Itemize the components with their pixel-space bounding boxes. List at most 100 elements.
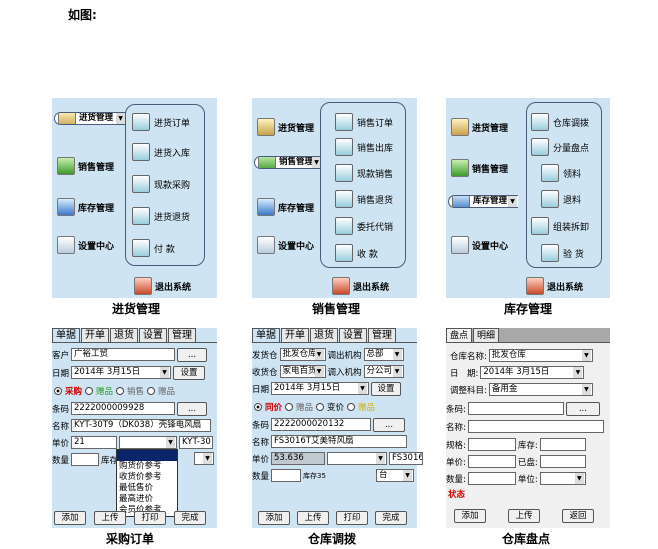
menu-item-inventory[interactable]: 库存管理 [448,195,518,208]
name-field[interactable]: FS3016T艾美特风扇 [271,435,408,448]
settings-button[interactable]: 设置 [371,381,402,396]
price-field[interactable]: 21 [71,436,118,449]
dropdown-option-min-price[interactable]: 最低售价 [119,483,154,493]
price-ref-select[interactable] [119,436,178,449]
tab-new[interactable]: 开单 [281,328,309,342]
menu-item-sales[interactable]: 销售管理 [254,156,322,169]
print-button[interactable]: 打印 [336,510,368,525]
dropdown-option-max-price[interactable]: 最高进价 [119,494,154,504]
submenu-cash-purchase[interactable]: 现款采购 [132,173,190,195]
unit-select[interactable] [539,472,586,485]
out-warehouse-select[interactable]: 批发仓库 [279,348,326,361]
warehouse-select[interactable]: 批发仓库 [488,349,593,362]
submenu-purchase-in[interactable]: 进货入库 [132,141,190,163]
tab-docs[interactable]: 单据 [52,328,80,342]
tab-return[interactable]: 退货 [110,328,138,342]
subject-select[interactable]: 备用金 [488,383,593,396]
submenu-purchase-return[interactable]: 进货退货 [132,205,190,227]
qty-field[interactable] [71,453,100,466]
radio-gift2[interactable] [147,386,156,395]
unit-select[interactable] [194,452,214,465]
dropdown-option-receive-ref[interactable]: 收货价参考 [119,472,162,482]
barcode-more-button[interactable]: ... [177,401,208,416]
submenu-sales-order[interactable]: 销售订单 [335,111,393,133]
unit-select[interactable]: 台 [376,469,414,482]
customer-field[interactable]: 广裕工贸 [71,348,176,361]
exit-button[interactable]: 退出系统 [526,274,583,298]
radio-change-price[interactable] [316,402,325,411]
upload-button[interactable]: 上传 [297,510,329,525]
dropdown-option-member-ref[interactable]: 会员价参考 [117,505,177,516]
price-ref-select[interactable] [327,452,388,465]
exit-button[interactable]: 退出系统 [134,274,191,298]
upload-button[interactable]: 上传 [94,510,126,525]
date-picker[interactable]: 2014年 3月15日 [71,366,172,379]
menu-item-settings[interactable]: 设置中心 [57,233,114,257]
code-field[interactable]: KYT-30 [179,436,214,449]
barcode-field[interactable] [467,402,564,415]
exit-button[interactable]: 退出系统 [332,274,389,298]
stock-field[interactable] [539,438,586,451]
tab-manage[interactable]: 管理 [168,328,196,342]
submenu-sales-out[interactable]: 销售出库 [335,136,393,158]
qty-field[interactable] [271,469,302,482]
menu-item-purchase[interactable]: 进货管理 [54,112,126,125]
spec-field[interactable] [467,438,516,451]
tab-settings[interactable]: 设置 [139,328,167,342]
menu-item-sales[interactable]: 销售管理 [57,154,114,178]
code-field[interactable]: FS3016 [389,452,424,465]
menu-item-settings[interactable]: 设置中心 [257,233,314,257]
submenu-sales-return[interactable]: 销售退货 [335,188,393,210]
out-org-select[interactable]: 总部 [363,348,404,361]
qty-field[interactable] [467,472,516,485]
name-field[interactable] [467,420,604,433]
barcode-more-button[interactable]: ... [565,401,600,416]
tab-settings[interactable]: 设置 [339,328,367,342]
submenu-purchase-order[interactable]: 进货订单 [132,111,190,133]
submenu-requisition[interactable]: 领料 [541,162,581,184]
print-button[interactable]: 打印 [134,510,166,525]
finish-button[interactable]: 完成 [375,510,407,525]
radio-gift2[interactable] [347,402,356,411]
menu-item-inventory[interactable]: 库存管理 [57,195,114,219]
radio-sales[interactable] [116,386,125,395]
barcode-more-button[interactable]: ... [373,417,406,432]
menu-item-inventory[interactable]: 库存管理 [257,195,314,219]
back-button[interactable]: 返回 [562,508,594,523]
tab-manage[interactable]: 管理 [368,328,396,342]
upload-button[interactable]: 上传 [508,508,540,523]
dropdown-option-purchase-ref[interactable]: 购货价参考 [119,461,162,471]
barcode-field[interactable]: 2222000020132 [271,418,372,431]
customer-more-button[interactable]: ... [177,347,208,362]
finish-button[interactable]: 完成 [174,510,206,525]
date-picker[interactable]: 2014年 3月15日 [271,382,370,395]
radio-gift[interactable] [285,402,294,411]
submenu-cash-sales[interactable]: 现款销售 [335,162,393,184]
tab-details[interactable]: 明细 [473,328,500,342]
price-field[interactable] [467,455,516,468]
counted-field[interactable] [539,455,586,468]
barcode-field[interactable]: 2222000009928 [71,402,176,415]
submenu-material-return[interactable]: 退料 [541,188,581,210]
price-field[interactable]: 53.636 [271,452,326,465]
add-button[interactable]: 添加 [454,508,486,523]
settings-button[interactable]: 设置 [173,365,206,380]
tab-stocktake[interactable]: 盘点 [446,328,473,342]
add-button[interactable]: 添加 [54,510,86,525]
in-org-select[interactable]: 分公司 [363,365,404,378]
submenu-transfer[interactable]: 仓库调拨 [531,111,589,133]
menu-item-settings[interactable]: 设置中心 [451,233,508,257]
name-field[interactable]: KYT-30T9（DK038）壳锋电风扇 [71,419,212,432]
radio-gift[interactable] [85,386,94,395]
radio-purchase[interactable] [54,386,62,395]
tab-return[interactable]: 退货 [310,328,338,342]
menu-item-sales[interactable]: 销售管理 [451,156,508,180]
tab-docs[interactable]: 单据 [252,328,280,342]
submenu-consignment[interactable]: 委托代销 [335,215,393,237]
dropdown-option-blank[interactable] [117,450,177,461]
menu-item-purchase[interactable]: 进货管理 [257,115,314,139]
add-button[interactable]: 添加 [258,510,290,525]
menu-item-purchase[interactable]: 进货管理 [451,115,508,139]
submenu-payment[interactable]: 付 款 [132,237,175,259]
submenu-stocktake[interactable]: 分量盘点 [531,136,589,158]
